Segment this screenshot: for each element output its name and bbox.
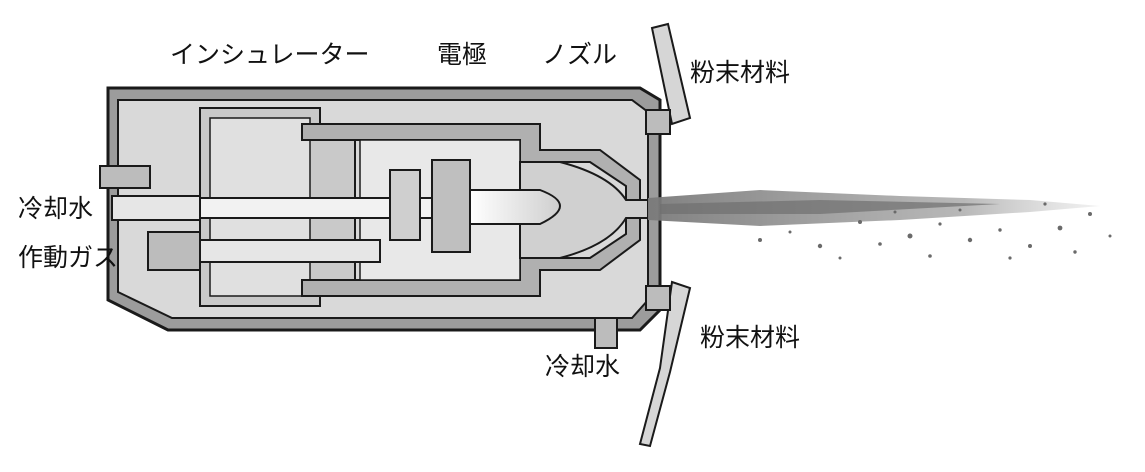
powder-feed-tube-top xyxy=(645,22,692,135)
cooling-water-outlet-bottom xyxy=(594,317,618,349)
cooling-water-label-left: 冷却水 xyxy=(18,194,94,223)
powder-feed-tube-bottom xyxy=(638,280,692,448)
powder-material-label-top: 粉末材料 xyxy=(690,58,791,87)
electrode-label: 電極 xyxy=(437,40,488,69)
nozzle-label: ノズル xyxy=(542,40,618,69)
working-gas-inlet xyxy=(147,231,381,271)
insulator-label: インシュレーター xyxy=(170,40,370,69)
nozzle xyxy=(519,161,649,259)
powder-material-label-bottom: 粉末材料 xyxy=(700,323,801,352)
electrode xyxy=(149,159,561,253)
working-gas-label: 作動ガス xyxy=(18,243,119,272)
cooling-water-label-bottom: 冷却水 xyxy=(545,352,621,381)
spray-particles xyxy=(758,202,1112,260)
plasma-plume xyxy=(648,190,1100,226)
cooling-water-inlet-left xyxy=(99,165,201,221)
